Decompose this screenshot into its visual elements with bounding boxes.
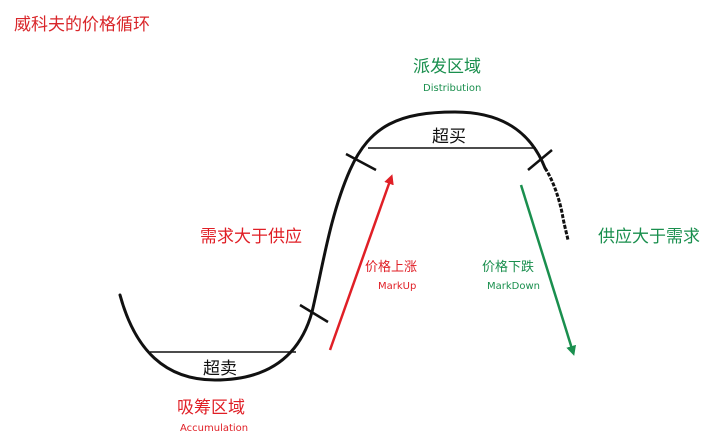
overbought-label: 超买	[432, 127, 466, 147]
markup-arrow	[328, 174, 394, 351]
diagram-title: 威科夫的价格循环	[14, 15, 150, 35]
markdown-english: MarkDown	[487, 281, 540, 292]
price-curve-tail	[543, 167, 570, 241]
supply-exceeds-demand-label: 供应大于需求	[598, 227, 700, 247]
tick-markup-start	[299, 303, 329, 324]
oversold-label: 超卖	[203, 359, 237, 379]
tick-markdown-start	[527, 149, 553, 171]
markup-english: MarkUp	[378, 281, 417, 292]
distribution-english: Distribution	[423, 83, 482, 94]
distribution-label: 派发区域	[413, 57, 481, 77]
markdown-label: 价格下跌	[482, 260, 535, 275]
accumulation-english: Accumulation	[180, 423, 249, 434]
accumulation-label: 吸筹区域	[177, 398, 245, 418]
markup-label: 价格上涨	[365, 260, 418, 275]
demand-exceeds-supply-label: 需求大于供应	[200, 227, 302, 247]
markdown-arrow	[519, 184, 576, 356]
tick-markup-end	[345, 152, 377, 172]
price-cycle-curve	[118, 110, 547, 382]
